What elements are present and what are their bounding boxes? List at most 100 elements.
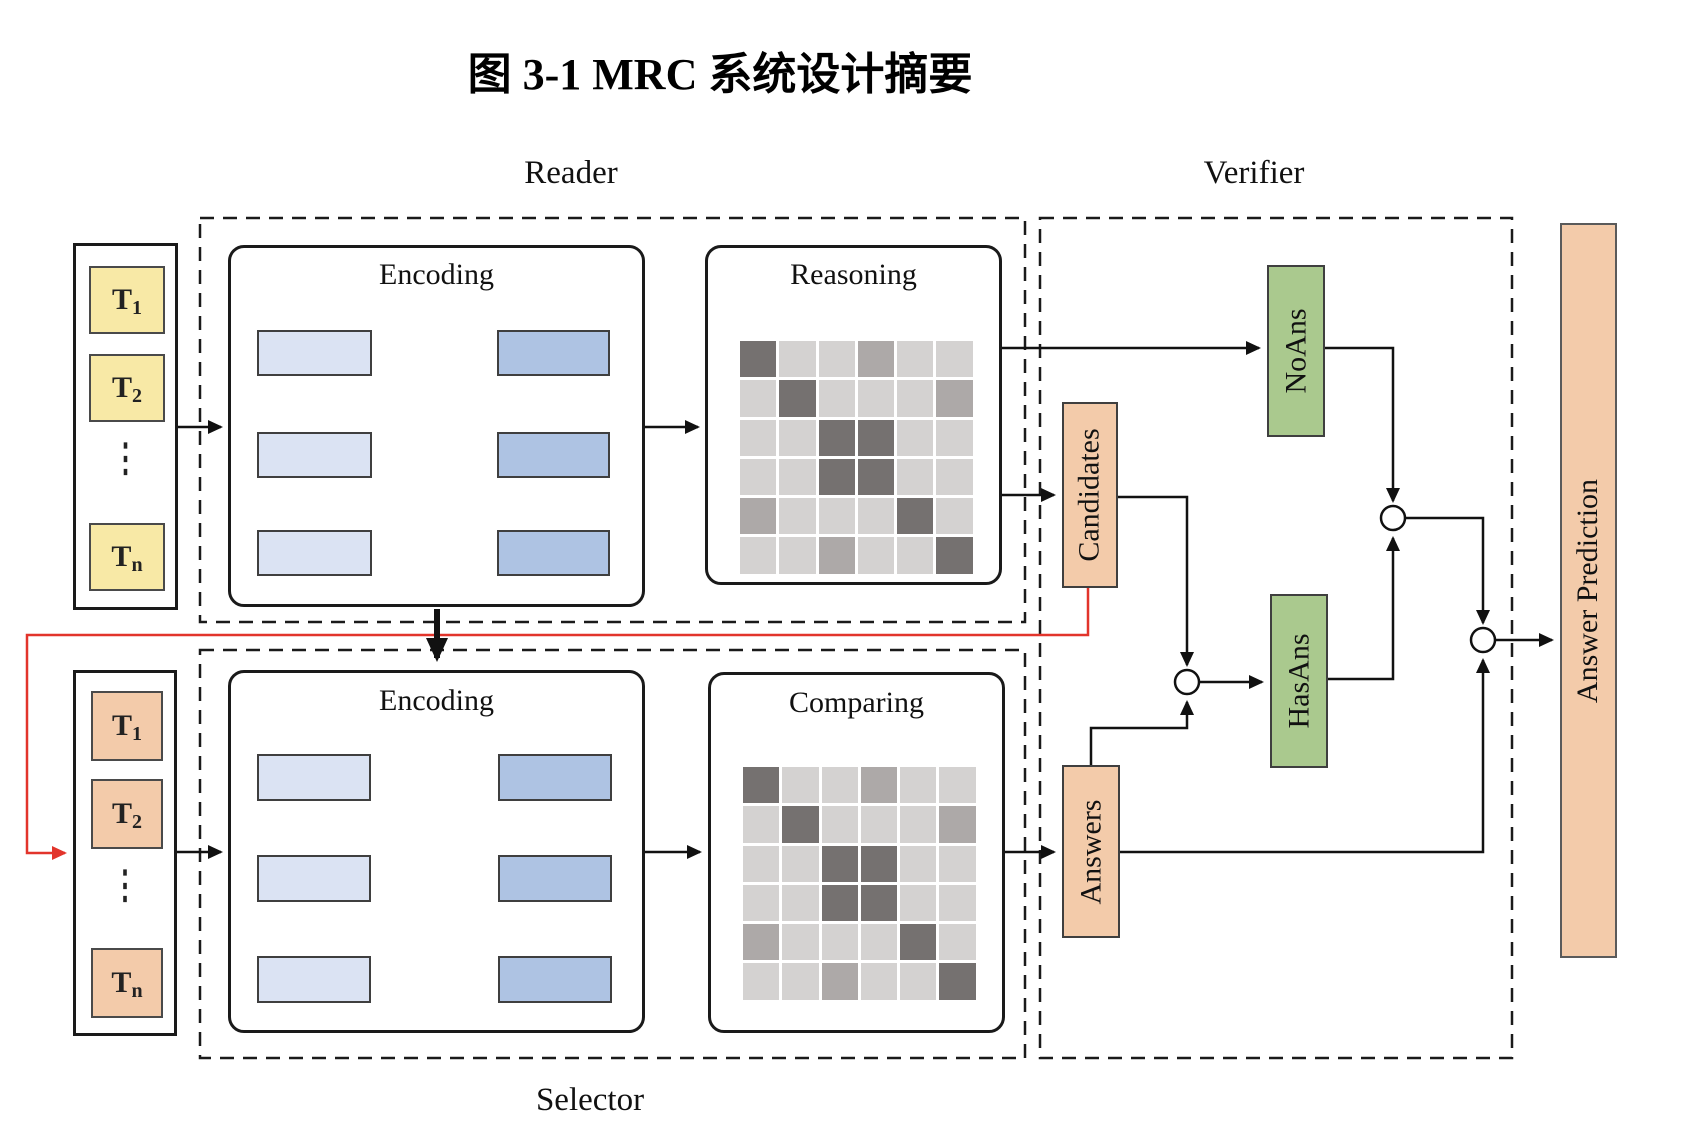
token-sub: 2: [132, 385, 142, 407]
attention-cell: [936, 537, 973, 574]
attention-cell: [821, 806, 858, 843]
merge-circle-final: [1469, 626, 1497, 654]
attention-cell: [740, 341, 777, 378]
attention-cell: [857, 341, 895, 378]
attention-cell: [939, 806, 976, 843]
attention-cell: [939, 845, 976, 882]
attention-cell: [818, 498, 855, 535]
encoding-input-vector: [257, 855, 371, 902]
token-base: T: [111, 540, 132, 573]
attention-cell: [818, 419, 855, 456]
comparing-title: Comparing: [789, 686, 924, 719]
attention-cell: [740, 537, 777, 574]
attention-cell: [779, 380, 816, 417]
token-sub: 1: [132, 723, 142, 745]
attention-cell: [743, 924, 780, 961]
attention-cell: [743, 845, 780, 882]
attention-cell: [818, 341, 855, 378]
attention-cell: [782, 924, 819, 961]
verifier-section-label: Verifier: [1203, 155, 1305, 191]
attention-cell: [860, 924, 898, 961]
attention-cell: [779, 537, 816, 574]
attention-cell: [818, 537, 855, 574]
answers-node: Answers: [1062, 765, 1120, 938]
attention-cell: [857, 380, 895, 417]
encoding-output-vector: [498, 855, 612, 902]
attention-cell: [857, 537, 895, 574]
reasoning-title: Reasoning: [790, 258, 917, 291]
attention-cell: [939, 924, 976, 961]
attention-cell: [939, 963, 976, 1000]
attention-cell: [936, 380, 973, 417]
comparing-attention-matrix: [743, 767, 976, 1000]
attention-cell: [740, 380, 777, 417]
attention-cell: [936, 498, 973, 535]
attention-cell: [900, 806, 937, 843]
attention-cell: [936, 419, 973, 456]
selector-encoding-title: Encoding: [379, 684, 494, 717]
attention-cell: [821, 924, 858, 961]
token-base: T: [111, 966, 132, 999]
attention-cell: [743, 963, 780, 1000]
path-circle1-to-circle2: [1405, 516, 1490, 625]
attention-cell: [897, 341, 934, 378]
reasoning-attention-matrix: [740, 341, 973, 574]
attention-cell: [936, 341, 973, 378]
attention-cell: [782, 845, 819, 882]
path-hasans-to-circle1: [1328, 536, 1400, 681]
attention-cell: [740, 458, 777, 496]
attention-cell: [900, 767, 937, 804]
attention-cell: [743, 806, 780, 843]
token-base: T: [111, 797, 132, 830]
token-sub: n: [131, 980, 143, 1002]
attention-cell: [936, 458, 973, 496]
attention-cell: [779, 458, 816, 496]
token-ellipsis: ⋮: [112, 436, 139, 481]
encoding-output-vector: [497, 330, 610, 376]
attention-cell: [860, 767, 898, 804]
attention-cell: [897, 380, 934, 417]
attention-cell: [743, 884, 780, 922]
attention-cell: [939, 884, 976, 922]
attention-cell: [897, 458, 934, 496]
token-base: T: [111, 283, 132, 316]
candidates-node: Candidates: [1062, 402, 1118, 588]
token-base: T: [111, 709, 132, 742]
attention-cell: [900, 963, 937, 1000]
encoding-output-vector: [498, 754, 612, 801]
attention-cell: [779, 419, 816, 456]
attention-cell: [860, 884, 898, 922]
encoding-output-vector: [497, 432, 610, 478]
attention-cell: [897, 419, 934, 456]
figure-title: 图 3-1 MRC 系统设计摘要: [467, 50, 973, 99]
attention-cell: [860, 806, 898, 843]
attention-cell: [782, 963, 819, 1000]
attention-cell: [818, 380, 855, 417]
encoding-input-vector: [257, 956, 371, 1003]
attention-cell: [900, 924, 937, 961]
attention-cell: [939, 767, 976, 804]
attention-cell: [821, 767, 858, 804]
reader-section-label: Reader: [524, 155, 618, 191]
attention-cell: [782, 767, 819, 804]
hasans-node: HasAns: [1270, 594, 1328, 768]
attention-cell: [860, 963, 898, 1000]
attention-cell: [782, 884, 819, 922]
attention-cell: [900, 884, 937, 922]
attention-cell: [779, 498, 816, 535]
path-noans-to-circle1: [1325, 346, 1400, 503]
attention-cell: [821, 963, 858, 1000]
attention-cell: [818, 458, 855, 496]
attention-cell: [860, 845, 898, 882]
attention-cell: [782, 806, 819, 843]
attention-cell: [897, 498, 934, 535]
noans-node: NoAns: [1267, 265, 1325, 437]
path-candidates-to-mid-circle: [1118, 495, 1194, 667]
